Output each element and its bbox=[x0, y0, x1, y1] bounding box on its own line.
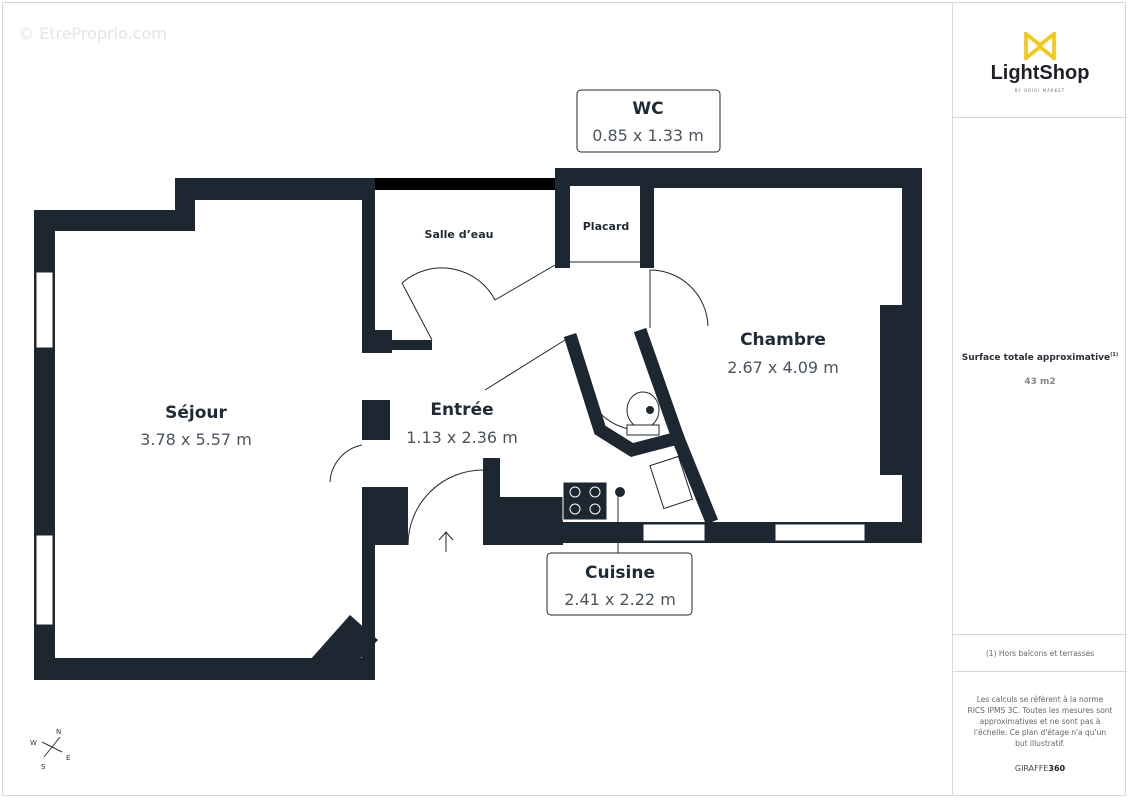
walls bbox=[34, 168, 922, 680]
logo-name: LightShop bbox=[990, 62, 1090, 84]
room-name-entree: Entrée bbox=[430, 400, 493, 420]
brand-suffix: 360 bbox=[1048, 764, 1066, 773]
room-name-salle-deau: Salle d’eau bbox=[425, 228, 494, 241]
door-leaf bbox=[401, 282, 433, 341]
door-swing bbox=[407, 469, 484, 546]
room-name-cuisine: Cuisine bbox=[585, 563, 655, 583]
wall bbox=[34, 210, 194, 231]
wall bbox=[175, 178, 375, 200]
hob bbox=[562, 481, 608, 521]
wall bbox=[362, 545, 375, 680]
wall bbox=[654, 168, 922, 188]
disclaimer: Les calculs se réfèrent à la norme RICS … bbox=[967, 695, 1113, 748]
surface-section: Surface totale approximative(1) 43 m2 bbox=[953, 352, 1127, 387]
compass-n: N bbox=[56, 728, 61, 736]
cuisine-label-box bbox=[546, 552, 693, 616]
wall bbox=[483, 497, 563, 545]
compass-e: E bbox=[66, 754, 70, 762]
windows bbox=[35, 271, 866, 626]
toilet bbox=[626, 391, 660, 429]
window bbox=[642, 523, 706, 542]
window bbox=[774, 523, 866, 542]
wall bbox=[362, 400, 390, 440]
floor-plan: Séjour 3.78 x 5.57 m Entrée 1.13 x 2.36 … bbox=[30, 89, 922, 771]
wall bbox=[880, 305, 902, 475]
sink bbox=[649, 455, 694, 510]
door-swing bbox=[401, 267, 496, 301]
compass: N E S W bbox=[30, 728, 70, 771]
room-dims-entree: 1.13 x 2.36 m bbox=[406, 428, 518, 447]
room-name-placard: Placard bbox=[583, 220, 630, 233]
wall bbox=[640, 168, 654, 268]
lightshop-logo-icon bbox=[1024, 32, 1056, 60]
surface-note-ref: (1) bbox=[1110, 352, 1119, 358]
door-leaf bbox=[484, 339, 566, 391]
wall bbox=[310, 615, 378, 680]
wall bbox=[392, 340, 432, 350]
room-name-wc: WC bbox=[632, 99, 663, 119]
wall bbox=[633, 327, 685, 441]
room-name-chambre: Chambre bbox=[740, 330, 826, 350]
room-dims-wc: 0.85 x 1.33 m bbox=[592, 126, 704, 145]
wall bbox=[375, 178, 555, 190]
toilet-tank bbox=[626, 424, 660, 436]
brand-name: GIRAFFE bbox=[1014, 764, 1049, 773]
surface-value: 43 m2 bbox=[1024, 377, 1056, 387]
door-swing bbox=[649, 269, 709, 327]
room-name-sejour: Séjour bbox=[165, 403, 227, 423]
room-dims-chambre: 2.67 x 4.09 m bbox=[727, 358, 839, 377]
brand: GIRAFFE360 bbox=[953, 764, 1127, 773]
door-swing bbox=[329, 444, 363, 483]
compass-s: S bbox=[41, 763, 46, 771]
room-dims-cuisine: 2.41 x 2.22 m bbox=[564, 590, 676, 609]
wall bbox=[34, 658, 375, 680]
window bbox=[35, 534, 54, 626]
wc-label-box bbox=[576, 89, 721, 153]
wall bbox=[362, 487, 408, 545]
compass-w: W bbox=[30, 739, 37, 747]
watermark: © EtreProprio.com bbox=[18, 24, 167, 43]
surface-label: Surface totale approximative bbox=[961, 353, 1111, 363]
logo-tagline: BY ORIGI MARKET bbox=[1014, 88, 1066, 93]
room-labels: Séjour 3.78 x 5.57 m Entrée 1.13 x 2.36 … bbox=[140, 89, 839, 616]
wall bbox=[902, 168, 922, 543]
room-dims-sejour: 3.78 x 5.57 m bbox=[140, 430, 252, 449]
wall bbox=[555, 168, 570, 268]
logo: LightShop BY ORIGI MARKET bbox=[953, 2, 1127, 118]
info-sidebar: LightShop BY ORIGI MARKET Surface totale… bbox=[952, 2, 1127, 796]
doors bbox=[329, 261, 709, 553]
door-leaf bbox=[494, 264, 556, 301]
window bbox=[35, 271, 54, 349]
wall bbox=[362, 330, 392, 353]
footnote: (1) Hors balcons et terrasses bbox=[953, 634, 1127, 672]
wall bbox=[362, 178, 375, 353]
